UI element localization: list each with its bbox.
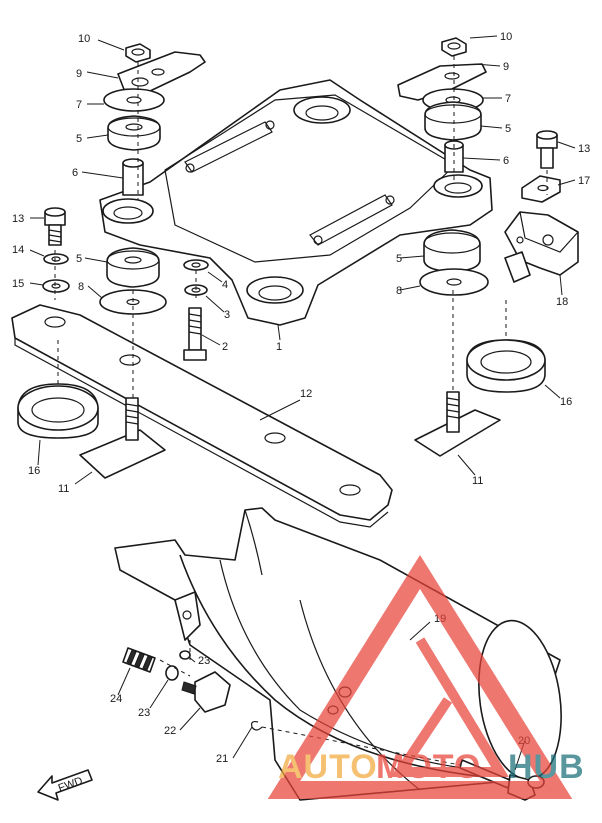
callout-13-right: 13 [578,143,590,155]
callout-6-right: 6 [503,155,509,167]
leader-lines [29,35,576,771]
watermark-word-auto: AUTO [278,748,378,786]
watermark-word-hub: HUB [508,748,585,786]
callout-23-lower: 23 [138,707,150,719]
callout-15: 15 [12,278,24,290]
alignment-lines [54,56,548,766]
callout-16-right: 16 [560,396,572,408]
rubber-rings [17,339,546,439]
callout-8-left: 8 [78,281,84,293]
callout-8-right: 8 [396,285,402,297]
callout-3: 3 [224,309,230,321]
callout-17: 17 [578,175,590,187]
callout-12: 12 [300,388,312,400]
main-bracket [99,79,493,326]
callout-5-left-upper: 5 [76,133,82,145]
callout-9-left: 9 [76,68,82,80]
callout-18: 18 [556,296,568,308]
callout-22: 22 [164,725,176,737]
callout-6-left: 6 [72,167,78,179]
right-stack [397,37,579,296]
callout-9-right: 9 [503,61,509,73]
callout-5-right-upper: 5 [505,123,511,135]
callout-7-right: 7 [505,93,511,105]
arrow-icon [37,769,93,801]
callout-11-right: 11 [472,475,483,487]
watermark-word-moto: MOTO [376,748,481,786]
callout-5-left-lower: 5 [76,253,82,265]
callout-1: 1 [276,341,282,353]
callout-14: 14 [12,244,24,256]
callout-21: 21 [216,753,228,765]
watermark-triangle-icon [267,554,573,799]
stud-brackets [79,391,501,479]
callout-24: 24 [110,693,122,705]
callout-5-right-lower: 5 [396,253,402,265]
callout-4: 4 [222,279,228,291]
callout-13-left: 13 [12,213,24,225]
fwd-label: FWD [57,775,85,795]
callout-10-left: 10 [78,33,90,45]
mounting-plate [11,304,393,528]
callout-2: 2 [222,341,228,353]
callout-23-upper: 23 [198,655,210,667]
callout-16-left: 16 [28,465,40,477]
callout-10-right: 10 [500,31,512,43]
callout-7-left: 7 [76,99,82,111]
watermark-inner-mark-icon [390,637,509,777]
callout-11-left: 11 [58,483,69,495]
forward-arrow: FWD [37,769,93,801]
automotohub-watermark: AUTO MOTO HUB [267,554,585,799]
